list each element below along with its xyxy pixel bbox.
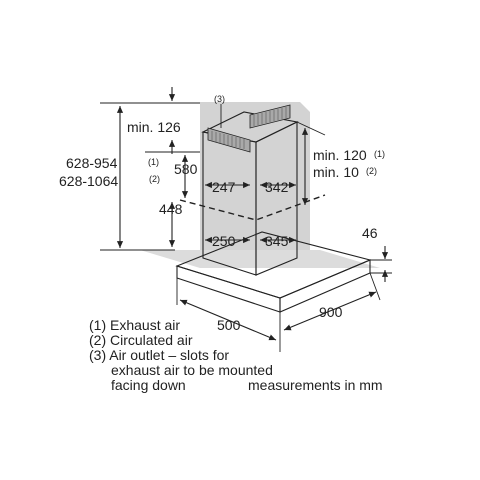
min10-label: min. 10: [313, 164, 359, 180]
legend-line-2: (2) Circulated air: [89, 332, 193, 348]
dim-345-label: 345: [265, 233, 289, 249]
dim-580-label: 580: [174, 161, 198, 177]
legend-line-1: (1) Exhaust air: [89, 317, 180, 333]
hood-chimney: [179, 104, 326, 276]
dim-900-label: 900: [319, 304, 343, 320]
dim-46-label: 46: [362, 225, 378, 241]
min10-sup: (2): [366, 166, 377, 176]
dim-250-label: 250: [212, 233, 236, 249]
legend-line-3: (3) Air outlet – slots for: [89, 347, 229, 363]
dim-448-label: 448: [159, 201, 183, 217]
floor-region: [140, 250, 380, 268]
dim-500-label: 500: [217, 317, 241, 333]
right-dimension-lines: [296, 121, 392, 282]
legend: (1) Exhaust air (2) Circulated air (3) A…: [89, 317, 273, 393]
total-range1-label: 628-954: [66, 155, 118, 171]
units-note: measurements in mm: [248, 377, 383, 393]
left-dimension-lines: [100, 87, 200, 251]
total-range2-sup: (2): [149, 174, 160, 184]
air-outlet-slots: [207, 127, 251, 153]
total-range2-label: 628-1064: [59, 173, 118, 189]
chimney-dimension-arrows: [205, 181, 296, 244]
dim-342-label: 342: [265, 179, 289, 195]
min120-sup: (1): [374, 149, 385, 159]
total-range1-sup: (1): [148, 157, 159, 167]
note3-label: (3): [214, 94, 225, 104]
dim-247-label: 247: [212, 179, 236, 195]
min120-label: min. 120: [313, 147, 367, 163]
legend-line-4: exhaust air to be mounted: [111, 362, 273, 378]
min126-label: min. 126: [127, 119, 181, 135]
bottom-dimension-lines: [176, 272, 381, 352]
legend-line-5: facing down: [111, 377, 186, 393]
